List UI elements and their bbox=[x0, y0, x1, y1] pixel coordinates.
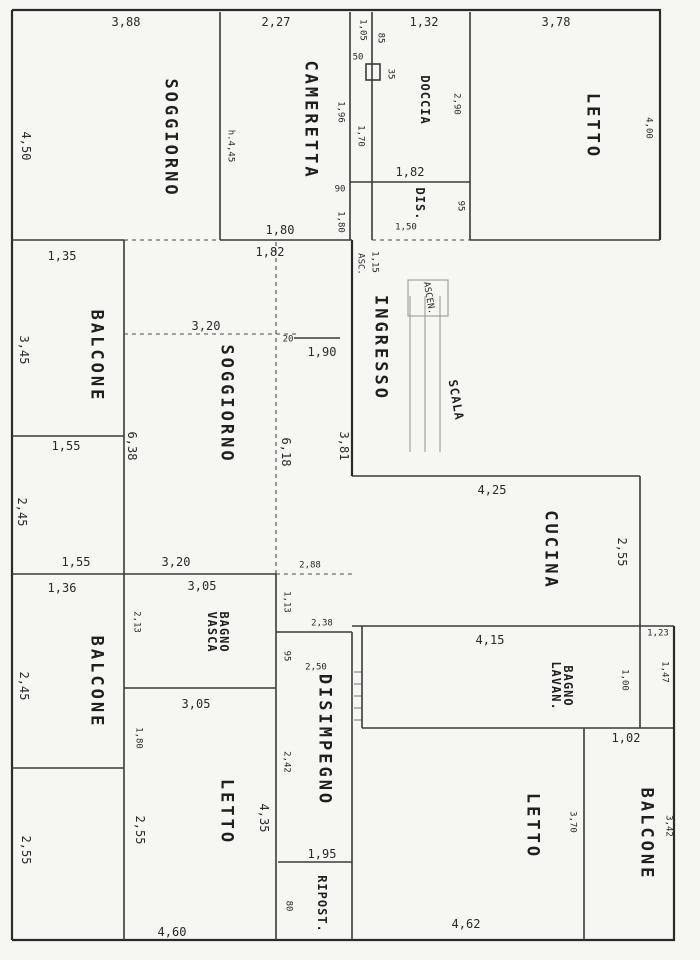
dim-1-82-a: 1,82 bbox=[395, 165, 425, 179]
dim-3-42: 3,42 bbox=[663, 815, 674, 837]
dim-0-85: 85 bbox=[375, 32, 386, 44]
room-balcone-lower: BALCONE bbox=[86, 635, 107, 729]
room-balcone-upper: BALCONE bbox=[86, 309, 107, 403]
dim-1-36: 1,36 bbox=[47, 581, 77, 595]
dim-2-45-a: 2,45 bbox=[15, 497, 29, 527]
dim-4-50: 4,50 bbox=[19, 131, 33, 161]
dim-4-62: 4,62 bbox=[451, 917, 481, 931]
dim-2-45-b: 2,45 bbox=[17, 671, 31, 701]
room-letto-top: LETTO bbox=[582, 92, 603, 160]
dim-1-70: 1,70 bbox=[355, 125, 366, 147]
dim-2-90: 2,90 bbox=[451, 93, 462, 115]
upper-interior-walls bbox=[12, 12, 660, 241]
dim-2-55-c: 2,55 bbox=[19, 835, 33, 865]
dim-1-95: 1,95 bbox=[307, 847, 337, 861]
room-dis-top: DIS. bbox=[413, 187, 427, 221]
room-bagno-lavan: BAGNO LAVAN. bbox=[549, 661, 575, 711]
dim-2-88: 2,88 bbox=[299, 560, 321, 571]
room-bagno-lavan-line1: BAGNO bbox=[561, 665, 575, 707]
room-ripost: RIPOST. bbox=[315, 875, 329, 933]
outer-walls bbox=[10, 8, 676, 942]
room-balcone-right: BALCONE bbox=[636, 787, 657, 881]
room-letto-left: LETTO bbox=[216, 778, 237, 846]
room-soggiorno-top: SOGGIORNO bbox=[160, 78, 181, 198]
dim-2-55-b: 2,55 bbox=[133, 815, 147, 845]
dim-1-02: 1,02 bbox=[611, 731, 641, 745]
dim-6-38: 6,38 bbox=[125, 431, 139, 461]
dim-2-42: 2,42 bbox=[281, 751, 292, 773]
dim-1-05: 1,05 bbox=[357, 19, 368, 41]
room-doccia: DOCCIA bbox=[418, 75, 432, 125]
dim-3-78: 3,78 bbox=[541, 15, 571, 29]
dim-4-15: 4,15 bbox=[475, 633, 505, 647]
room-letto-right: LETTO bbox=[522, 792, 543, 860]
dim-1-80-c: 1,80 bbox=[133, 727, 144, 749]
room-bagno-lavan-line2: LAVAN. bbox=[549, 661, 563, 711]
dim-2-38: 2,38 bbox=[311, 618, 333, 629]
dim-3-70: 3,70 bbox=[567, 811, 578, 833]
room-cameretta: CAMERETTA bbox=[300, 60, 321, 180]
dim-6-18: 6,18 bbox=[279, 437, 293, 467]
dim-3-05-b: 3,05 bbox=[181, 697, 211, 711]
dim-1-47: 1,47 bbox=[659, 661, 670, 683]
dim-1-13: 1,13 bbox=[281, 591, 292, 613]
room-ingresso: INGRESSO bbox=[370, 295, 391, 401]
dim-1-23: 1,23 bbox=[647, 628, 669, 639]
dim-1-55-b: 1,55 bbox=[61, 555, 91, 569]
room-cucina: CUCINA bbox=[540, 510, 561, 590]
dim-4-35: 4,35 bbox=[257, 803, 271, 833]
dim-1-00: 1,00 bbox=[619, 669, 630, 691]
room-bagno-vasca: BAGNO VASCA bbox=[205, 611, 231, 653]
middle-interior-walls bbox=[124, 242, 641, 940]
dim-3-45: 3,45 bbox=[17, 335, 31, 365]
dim-1-15: 1,15 bbox=[369, 251, 380, 273]
dim-3-81: 3,81 bbox=[337, 431, 351, 461]
dim-2-55-a: 2,55 bbox=[615, 537, 629, 567]
room-bagno-vasca-line1: BAGNO bbox=[217, 611, 231, 653]
room-bagno-vasca-line2: VASCA bbox=[205, 611, 219, 653]
dim-0-95-b: 95 bbox=[281, 650, 292, 662]
dim-1-82-b: 1,82 bbox=[255, 245, 285, 259]
dim-4-60: 4,60 bbox=[157, 925, 187, 939]
dim-0-90: 90 bbox=[334, 184, 346, 195]
dim-asc: ASC. bbox=[355, 253, 366, 275]
dim-2-50: 2,50 bbox=[305, 662, 327, 673]
lower-interior-walls bbox=[124, 625, 674, 940]
dim-1-50: 1,50 bbox=[395, 222, 417, 233]
room-disimpegno: DISIMPEGNO bbox=[314, 673, 335, 807]
dim-1-90: 1,90 bbox=[307, 345, 337, 359]
dim-0-50: 50 bbox=[352, 52, 364, 63]
staircase bbox=[407, 279, 449, 452]
dim-4-25: 4,25 bbox=[477, 483, 507, 497]
dim-3-20-a: 3,20 bbox=[191, 319, 221, 333]
room-soggiorno-mid: SOGGIORNO bbox=[216, 344, 237, 464]
dim-3-88: 3,88 bbox=[111, 15, 141, 29]
dim-1-80-b: 1,80 bbox=[335, 211, 346, 233]
dim-1-55-a: 1,55 bbox=[51, 439, 81, 453]
dim-2-13: 2,13 bbox=[131, 611, 142, 633]
dim-0-35: 35 bbox=[385, 68, 396, 80]
dim-h4-45: h.4,45 bbox=[225, 129, 236, 163]
dim-1-35: 1,35 bbox=[47, 249, 77, 263]
dim-4-00: 4,00 bbox=[643, 117, 654, 139]
dim-2-27: 2,27 bbox=[261, 15, 291, 29]
dim-1-32: 1,32 bbox=[409, 15, 439, 29]
dim-1-80: 1,80 bbox=[265, 223, 295, 237]
dim-1-96: 1,96 bbox=[335, 101, 346, 123]
dim-3-05-a: 3,05 bbox=[187, 579, 217, 593]
dim-0-95-a: 95 bbox=[455, 200, 466, 212]
balcony-walls bbox=[12, 240, 125, 940]
dim-3-20-b: 3,20 bbox=[161, 555, 191, 569]
dim-0-80: 80 bbox=[283, 900, 294, 912]
dim-0-20: 20 bbox=[282, 334, 294, 345]
